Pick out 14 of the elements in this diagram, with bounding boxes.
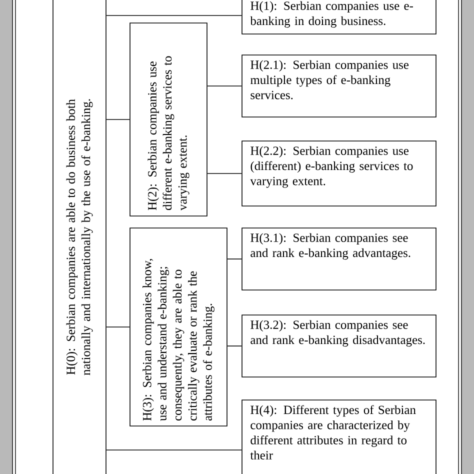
connector-line bbox=[106, 15, 242, 16]
hypothesis-box: H(1): Serbian companies use e-banking in doing business. bbox=[242, 0, 436, 34]
connector-line bbox=[106, 119, 130, 120]
connector-line bbox=[207, 173, 242, 174]
hypothesis-box: H(3): Serbian companies know, use and understand e-banking; consequently, they are able to critically evaluate or rank the attributes of e-banking. bbox=[130, 228, 228, 426]
hypothesis-box: H(2.1): Serbian companies use multiple types of e-banking services. bbox=[242, 54, 436, 118]
hypothesis-box: H(3.2): Serbian companies see and rank e-banking disadvantages. bbox=[242, 314, 436, 378]
hypothesis-box: H(3.1): Serbian companies see and rank e-banking advantages. bbox=[242, 228, 436, 290]
connector-line bbox=[227, 258, 242, 260]
hypothesis-box: H(2): Serbian companies use different e-banking services to varying extent. bbox=[130, 22, 208, 216]
hypothesis-box: H(4): Different types of Serbian companies are characterized by different attributes in regard to their bbox=[242, 400, 436, 474]
connector-line bbox=[106, 326, 130, 328]
hypothesis-box: H(0): Serbian companies are able to do business both nationally and internationally by the use of e-banking. bbox=[52, 0, 106, 474]
hypothesis-box: H(2.2): Serbian companies use (different) e-banking services to varying extent. bbox=[242, 140, 436, 206]
